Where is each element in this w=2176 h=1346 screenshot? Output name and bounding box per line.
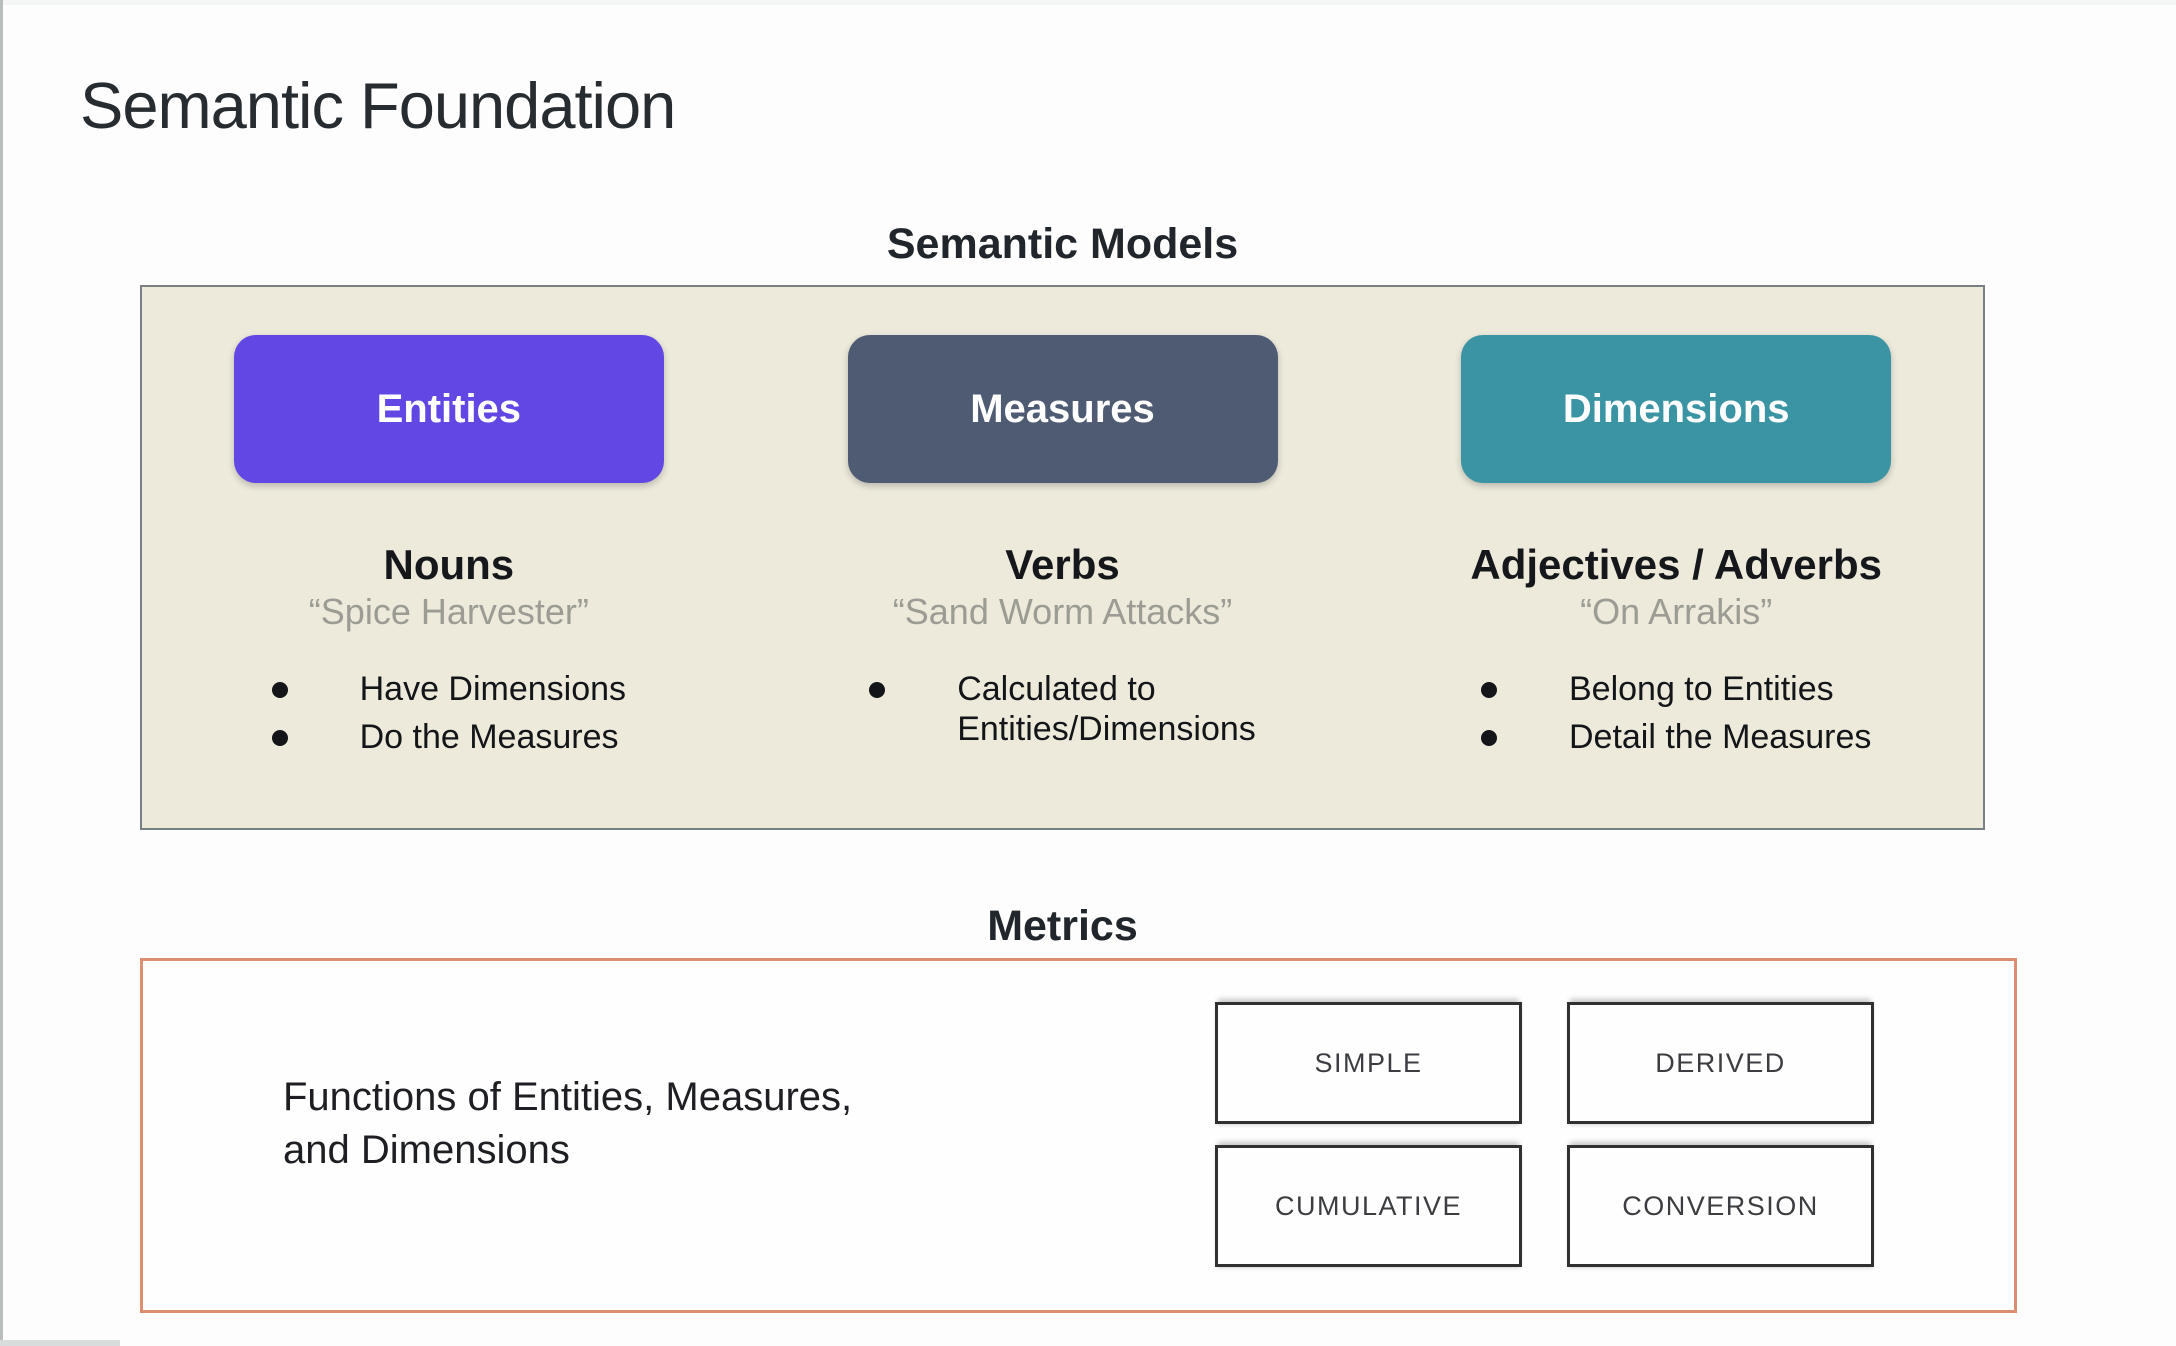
bullet-icon [869, 682, 886, 699]
list-item: Detail the Measures [1480, 717, 1872, 757]
measures-pill: Measures [847, 335, 1278, 483]
dimensions-example-quote: “On Arrakis” [1580, 591, 1773, 633]
entities-bullet-list: Have Dimensions Do the Measures [271, 669, 627, 765]
entities-role-heading: Nouns [383, 541, 515, 588]
bullet-icon [1480, 682, 1497, 699]
measures-role-heading: Verbs [1005, 541, 1120, 588]
entities-pill: Entities [233, 335, 664, 483]
dimensions-bullet-list: Belong to Entities Detail the Measures [1480, 669, 1872, 765]
bullet-label: Have Dimensions [359, 670, 627, 709]
list-item: Calculated to Entities/Dimensions [869, 669, 1256, 749]
bullet-icon [1480, 730, 1497, 747]
list-item: Have Dimensions [271, 669, 627, 709]
bullet-label: Do the Measures [359, 718, 619, 757]
entities-example-quote: “Spice Harvester” [308, 591, 589, 633]
slide-bottom-edge [0, 1340, 120, 1346]
metric-card-cumulative: CUMULATIVE [1215, 1145, 1522, 1267]
bullet-label: Calculated to Entities/Dimensions [957, 670, 1256, 749]
metric-card-simple: SIMPLE [1215, 1002, 1522, 1124]
bullet-label: Detail the Measures [1568, 718, 1872, 757]
metric-type-grid: SIMPLE DERIVED CUMULATIVE CONVERSION [1215, 1002, 1874, 1267]
list-item: Belong to Entities [1480, 669, 1871, 709]
entities-column: Entities Nouns “Spice Harvester” Have Di… [142, 287, 756, 828]
semantic-models-heading: Semantic Models [886, 220, 1239, 268]
measures-column: Measures Verbs “Sand Worm Attacks” Calcu… [756, 287, 1370, 828]
dimensions-column: Dimensions Adjectives / Adverbs “On Arra… [1369, 287, 1983, 828]
bullet-icon [271, 730, 288, 747]
measures-bullet-list: Calculated to Entities/Dimensions [869, 669, 1256, 757]
dimensions-role-heading: Adjectives / Adverbs [1470, 541, 1882, 588]
measures-example-quote: “Sand Worm Attacks” [892, 591, 1233, 633]
semantic-models-panel: Entities Nouns “Spice Harvester” Have Di… [140, 285, 1985, 830]
bullet-label: Belong to Entities [1568, 670, 1834, 709]
list-item: Do the Measures [271, 717, 626, 757]
metrics-panel: Functions of Entities, Measures, and Dim… [140, 958, 2017, 1313]
metric-card-derived: DERIVED [1567, 1002, 1874, 1124]
metrics-heading: Metrics [987, 902, 1138, 950]
metrics-description: Functions of Entities, Measures, and Dim… [283, 1075, 853, 1172]
metric-card-conversion: CONVERSION [1567, 1145, 1874, 1267]
slide-top-edge [0, 0, 2176, 5]
dimensions-pill: Dimensions [1461, 335, 1892, 483]
slide-left-edge [0, 0, 3, 1346]
slide-title: Semantic Foundation [80, 69, 676, 142]
bullet-icon [271, 682, 288, 699]
